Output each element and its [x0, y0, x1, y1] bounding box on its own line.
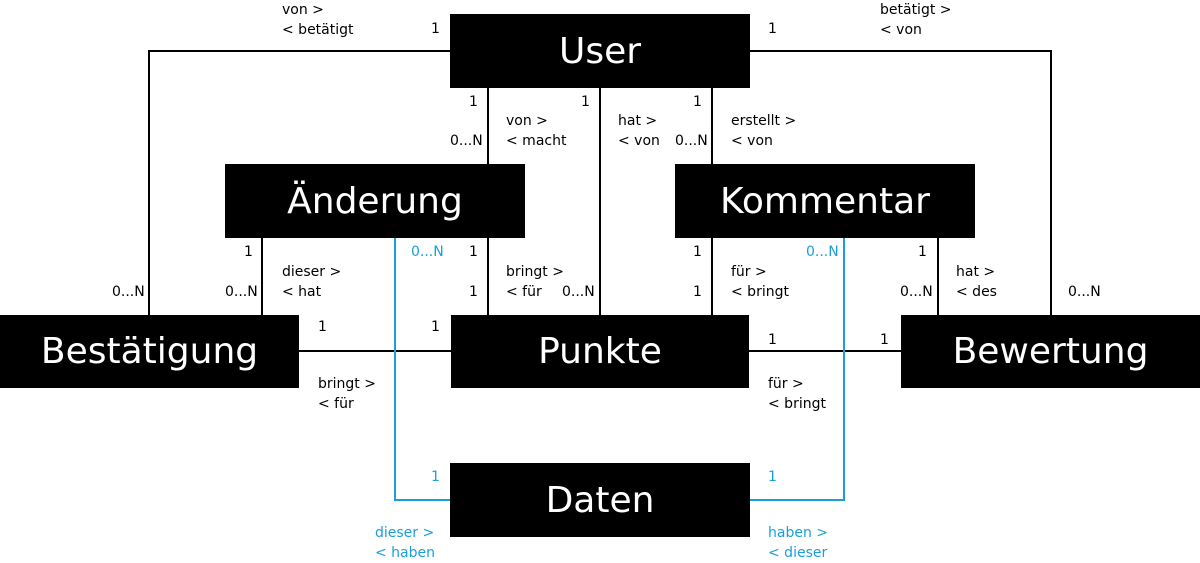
- verb-user-aenderung-1: von >: [506, 113, 548, 129]
- verb-kommentar-punkte-1: für >: [731, 264, 767, 280]
- card-user-kommentar-user: 1: [693, 94, 702, 110]
- verb-bewertung-punkte-1: für >: [768, 376, 804, 392]
- card-aenderung-punkte-b: 1: [469, 284, 478, 300]
- card-user-punkte-other: 0...N: [562, 284, 595, 300]
- verb-kommentar-punkte-2: < bringt: [731, 284, 789, 300]
- entity-bewertung-label: Bewertung: [952, 331, 1149, 372]
- card-user-aenderung-other: 0...N: [450, 133, 483, 149]
- verb-aenderung-bestaetigung-1: dieser >: [282, 264, 342, 280]
- verb-user-punkte-2: < von: [618, 133, 660, 149]
- entity-user: User: [450, 14, 750, 88]
- card-user-aenderung-user: 1: [469, 94, 478, 110]
- verb-daten-aenderung-2: < haben: [375, 545, 436, 561]
- entity-bestaetigung-label: Bestätigung: [40, 331, 259, 372]
- card-aenderung-bestaetigung-b: 0...N: [225, 284, 258, 300]
- verb-user-bestaetigung-1: von >: [282, 2, 324, 18]
- verb-user-kommentar-1: erstellt >: [731, 113, 797, 129]
- card-daten-kommentar-other: 0...N: [806, 244, 839, 260]
- entity-bewertung: Bewertung: [901, 315, 1200, 388]
- card-daten-aenderung-other: 0...N: [411, 244, 444, 260]
- verb-user-punkte-1: hat >: [618, 113, 658, 129]
- entity-aenderung-label: Änderung: [287, 180, 463, 222]
- entity-daten: Daten: [450, 463, 750, 537]
- verb-user-aenderung-2: < macht: [506, 133, 567, 149]
- verb-kommentar-bewertung-2: < des: [956, 284, 997, 300]
- line-daten-aenderung: [394, 238, 450, 501]
- entity-bestaetigung: Bestätigung: [0, 315, 299, 388]
- card-bestaetigung-punkte-a: 1: [318, 319, 327, 335]
- card-user-punkte-user: 1: [581, 94, 590, 110]
- verb-bestaetigung-punkte-2: < für: [318, 396, 354, 412]
- entity-kommentar-label: Kommentar: [720, 180, 930, 222]
- card-user-kommentar-other: 0...N: [675, 133, 708, 149]
- card-aenderung-bestaetigung-a: 1: [244, 244, 253, 260]
- verb-aenderung-punkte-2: < für: [506, 284, 542, 300]
- entity-aenderung: Änderung: [225, 164, 525, 238]
- card-bewertung-punkte-a: 1: [768, 332, 777, 348]
- entity-daten-label: Daten: [545, 479, 655, 521]
- verb-aenderung-bestaetigung-2: < hat: [282, 284, 322, 300]
- verb-kommentar-bewertung-1: hat >: [956, 264, 996, 280]
- card-user-bestaetigung-other: 0...N: [112, 284, 145, 300]
- line-user-bewertung: [750, 50, 1052, 315]
- verb-user-bewertung-1: betätigt >: [880, 2, 952, 18]
- entity-kommentar: Kommentar: [675, 164, 975, 238]
- verb-daten-kommentar-2: < dieser: [768, 545, 828, 561]
- card-bewertung-punkte-b: 1: [880, 332, 889, 348]
- verb-aenderung-punkte-1: bringt >: [506, 264, 564, 280]
- line-daten-kommentar: [750, 238, 845, 501]
- entity-user-label: User: [558, 30, 642, 72]
- card-daten-aenderung-daten: 1: [431, 469, 440, 485]
- verb-daten-aenderung-1: dieser >: [375, 525, 435, 541]
- card-bestaetigung-punkte-b: 1: [431, 319, 440, 335]
- entity-punkte-label: Punkte: [538, 331, 662, 372]
- line-user-bestaetigung: [148, 50, 450, 315]
- verb-user-bewertung-2: < von: [880, 22, 922, 38]
- card-kommentar-punkte-b: 1: [693, 284, 702, 300]
- verb-bewertung-punkte-2: < bringt: [768, 396, 826, 412]
- verb-user-kommentar-2: < von: [731, 133, 773, 149]
- card-kommentar-bewertung-b: 0...N: [900, 284, 933, 300]
- card-aenderung-punkte-a: 1: [469, 244, 478, 260]
- verb-daten-kommentar-1: haben >: [768, 525, 829, 541]
- verb-user-bestaetigung-2: < betätigt: [282, 22, 354, 38]
- entity-punkte: Punkte: [451, 315, 749, 388]
- verb-bestaetigung-punkte-1: bringt >: [318, 376, 376, 392]
- card-daten-kommentar-daten: 1: [768, 469, 777, 485]
- card-user-bewertung-other: 0...N: [1068, 284, 1101, 300]
- card-kommentar-bewertung-a: 1: [918, 244, 927, 260]
- card-user-bewertung-user: 1: [768, 21, 777, 37]
- card-user-bestaetigung-user: 1: [431, 21, 440, 37]
- card-kommentar-punkte-a: 1: [693, 244, 702, 260]
